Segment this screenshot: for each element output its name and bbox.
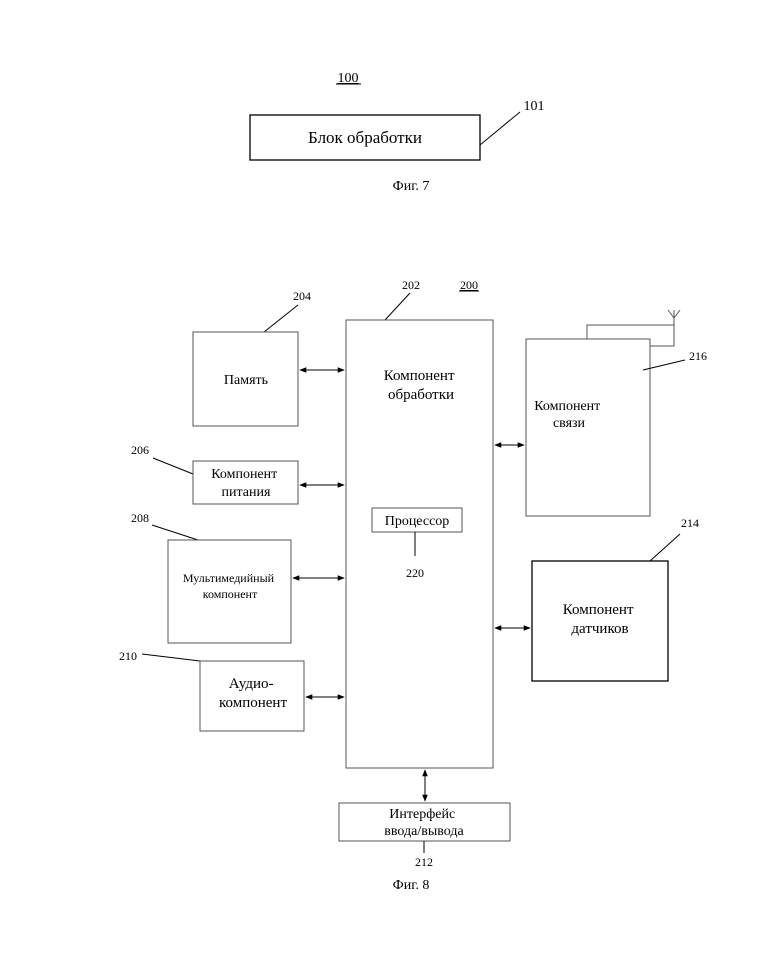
ref-220: 220 bbox=[406, 566, 424, 580]
power-component-line1: Компонент bbox=[211, 467, 277, 482]
ref-208: 208 bbox=[131, 511, 149, 525]
processor-label: Процессор bbox=[385, 514, 450, 529]
memory-label: Память bbox=[224, 373, 268, 388]
leader-204 bbox=[264, 305, 298, 332]
communication-component-box bbox=[526, 339, 650, 516]
figure-8: 202 200 Компонент обработки Процессор 22… bbox=[119, 278, 707, 893]
ref-202: 202 bbox=[402, 278, 420, 292]
leader-206 bbox=[153, 458, 193, 474]
ref-216: 216 bbox=[689, 349, 707, 363]
ref-206: 206 bbox=[131, 443, 149, 457]
communication-component-line2: связи bbox=[553, 416, 586, 431]
fig-7-caption: Фиг. 7 bbox=[393, 179, 430, 194]
processing-component-line2: обработки bbox=[388, 387, 454, 403]
multimedia-component-line2: компонент bbox=[203, 587, 258, 601]
io-interface-line2: ввода/вывода bbox=[384, 824, 464, 839]
communication-component-line1: Компонент bbox=[534, 399, 600, 414]
leader-101 bbox=[480, 112, 520, 145]
power-component-line2: питания bbox=[222, 485, 271, 500]
antenna-arm-right bbox=[674, 310, 680, 318]
ref-210: 210 bbox=[119, 649, 137, 663]
processing-component-line1: Компонент bbox=[384, 368, 455, 384]
leader-202 bbox=[385, 293, 410, 320]
antenna-arm-left bbox=[668, 310, 674, 318]
ref-101: 101 bbox=[524, 99, 545, 114]
ref-214: 214 bbox=[681, 516, 699, 530]
leader-208 bbox=[152, 525, 198, 540]
leader-214 bbox=[650, 534, 680, 561]
figure-7: 100 Блок обработки 101 Фиг. 7 bbox=[250, 71, 545, 194]
sensor-component-line2: датчиков bbox=[571, 621, 628, 637]
leader-210 bbox=[142, 654, 200, 661]
multimedia-component-line1: Мультимедийный bbox=[183, 571, 275, 585]
sensor-component-line1: Компонент bbox=[563, 602, 634, 618]
processing-block-label: Блок обработки bbox=[308, 128, 422, 147]
io-interface-line1: Интерфейс bbox=[389, 807, 455, 822]
ref-200: 200 bbox=[460, 278, 478, 292]
audio-component-line1: Аудио- bbox=[229, 676, 274, 692]
audio-component-line2: компонент bbox=[219, 695, 287, 711]
ref-204: 204 bbox=[293, 289, 311, 303]
fig-8-caption: Фиг. 8 bbox=[393, 878, 430, 893]
ref-212: 212 bbox=[415, 855, 433, 869]
